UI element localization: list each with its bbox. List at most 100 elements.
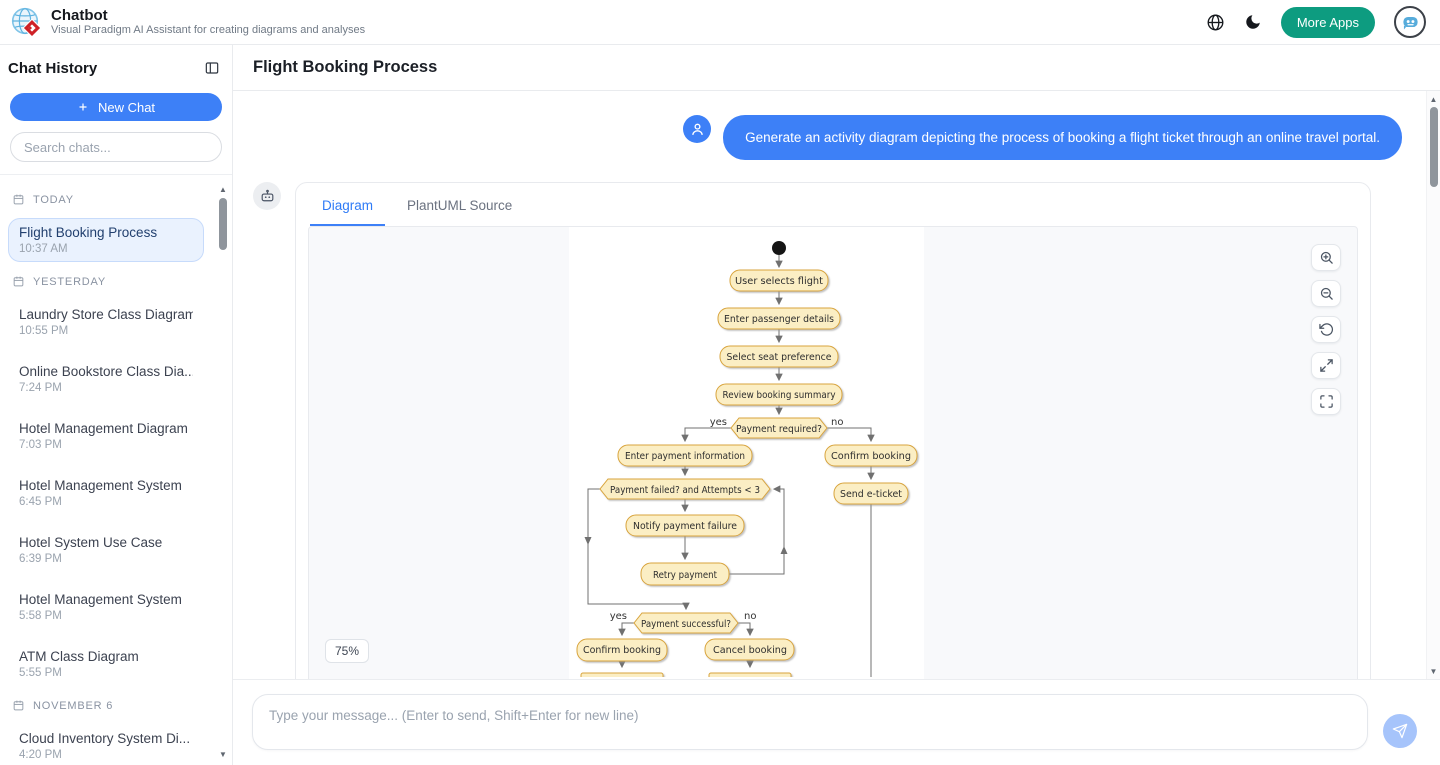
chat-history-list: TODAY Flight Booking Process 10:37 AM YE… bbox=[0, 175, 232, 765]
moon-icon bbox=[1246, 15, 1260, 29]
send-button[interactable] bbox=[1383, 714, 1417, 748]
zoom-in-icon bbox=[1320, 251, 1333, 264]
node-label: Review booking summary bbox=[723, 390, 836, 401]
node-label: Enter payment information bbox=[625, 451, 745, 462]
user-avatar bbox=[683, 115, 712, 143]
reset-view-button[interactable] bbox=[1311, 316, 1341, 343]
assistant-avatar bbox=[253, 182, 281, 210]
decision-label: Payment failed? and Attempts < 3 bbox=[610, 485, 760, 496]
expand-button[interactable] bbox=[1311, 352, 1341, 379]
node-label: Notify payment failure bbox=[633, 521, 737, 532]
chat-history-item[interactable]: Hotel System Use Case 6:39 PM bbox=[19, 535, 163, 565]
node-label: Confirm booking bbox=[831, 451, 911, 462]
section-header-today: TODAY bbox=[12, 193, 204, 206]
diagram-toolbar bbox=[1311, 244, 1341, 415]
calendar-icon bbox=[13, 700, 24, 711]
plus-icon bbox=[79, 103, 87, 111]
zoom-out-button[interactable] bbox=[1311, 280, 1341, 307]
globe-icon bbox=[1207, 14, 1224, 30]
node-label: User selects flight bbox=[735, 276, 823, 287]
node-label: Enter passenger details bbox=[724, 314, 834, 325]
chat-history-item[interactable]: Hotel Management Diagram 7:03 PM bbox=[19, 421, 188, 451]
account-avatar[interactable] bbox=[1394, 6, 1426, 38]
node-label: Confirm booking bbox=[583, 645, 661, 656]
zoom-out-icon bbox=[1320, 287, 1333, 300]
zoom-level-badge: 75% bbox=[325, 639, 370, 663]
user-message-row: Generate an activity diagram depicting t… bbox=[233, 115, 1402, 160]
reset-icon bbox=[1318, 323, 1333, 336]
branch-label-no: no bbox=[831, 417, 843, 428]
user-message-bubble: Generate an activity diagram depicting t… bbox=[723, 115, 1402, 160]
tab-diagram[interactable]: Diagram bbox=[310, 183, 386, 226]
chat-history-item[interactable]: Hotel Management System 6:45 PM bbox=[19, 478, 182, 508]
chat-history-item[interactable]: Laundry Store Class Diagram 10:55 PM bbox=[19, 307, 193, 337]
diagram-image: User selects flight Enter passenger deta… bbox=[569, 227, 924, 679]
scroll-up-arrow[interactable]: ▲ bbox=[1429, 95, 1438, 104]
robot-icon bbox=[261, 189, 273, 201]
message-input[interactable] bbox=[252, 694, 1368, 750]
new-chat-label: New Chat bbox=[97, 99, 156, 115]
zoom-in-button[interactable] bbox=[1311, 244, 1341, 271]
branch-label-yes: yes bbox=[610, 611, 627, 622]
fullscreen-button[interactable] bbox=[1311, 388, 1341, 415]
sidebar-scrollbar[interactable]: ▲ ▼ bbox=[217, 185, 229, 759]
language-button[interactable] bbox=[1206, 13, 1225, 32]
assistant-message-row: Diagram PlantUML Source bbox=[253, 182, 1440, 679]
chat-history-item[interactable]: Cloud Inventory System Di... 4:20 PM bbox=[19, 731, 191, 761]
chatbot-avatar-icon bbox=[1403, 16, 1418, 30]
chat-history-item[interactable]: Flight Booking Process 10:37 AM bbox=[8, 218, 204, 262]
scroll-down-arrow[interactable]: ▼ bbox=[219, 750, 227, 759]
section-header-november-6: NOVEMBER 6 bbox=[12, 699, 204, 712]
scrollbar-thumb[interactable] bbox=[219, 198, 227, 250]
sidebar-title: Chat History bbox=[8, 59, 98, 77]
app-subtitle: Visual Paradigm AI Assistant for creatin… bbox=[51, 24, 366, 36]
visual-paradigm-logo-icon bbox=[11, 7, 42, 37]
paper-plane-icon bbox=[1392, 723, 1408, 739]
diagram-viewport[interactable]: User selects flight Enter passenger deta… bbox=[308, 226, 1358, 679]
collapse-sidebar-button[interactable] bbox=[204, 60, 220, 76]
diagram-card: Diagram PlantUML Source bbox=[295, 182, 1371, 679]
diagram-edges bbox=[587, 255, 875, 677]
scroll-up-arrow[interactable]: ▲ bbox=[219, 185, 227, 194]
sidebar: Chat History New Chat TODAY bbox=[0, 45, 233, 765]
app-title: Chatbot bbox=[51, 7, 108, 24]
scroll-down-arrow[interactable]: ▼ bbox=[1429, 667, 1438, 676]
new-chat-button[interactable]: New Chat bbox=[10, 93, 222, 121]
decision-label: Payment successful? bbox=[641, 619, 731, 630]
chat-history-item[interactable]: Online Bookstore Class Dia... 7:24 PM bbox=[19, 364, 193, 394]
decision-label: Payment required? bbox=[736, 424, 822, 435]
diagram-node-labels: User selects flight Enter passenger deta… bbox=[583, 276, 911, 656]
node-label: Send e-ticket bbox=[840, 489, 902, 500]
expand-icon bbox=[1319, 359, 1333, 372]
node-label: Cancel booking bbox=[713, 645, 787, 656]
diagram-nodes bbox=[576, 269, 918, 679]
chat-area: Generate an activity diagram depicting t… bbox=[233, 91, 1440, 679]
section-header-yesterday: YESTERDAY bbox=[12, 275, 204, 288]
branch-label-yes: yes bbox=[710, 417, 727, 428]
app-header: Chatbot Visual Paradigm AI Assistant for… bbox=[0, 0, 1440, 45]
person-icon bbox=[691, 123, 703, 135]
start-node bbox=[772, 241, 786, 255]
message-input-bar bbox=[233, 679, 1440, 765]
search-input[interactable] bbox=[10, 132, 222, 162]
calendar-icon bbox=[13, 276, 24, 287]
card-tabs: Diagram PlantUML Source bbox=[296, 183, 1370, 226]
scrollbar-thumb[interactable] bbox=[1429, 107, 1438, 187]
fullscreen-icon bbox=[1319, 395, 1333, 408]
node-label: Select seat preference bbox=[727, 352, 832, 363]
activity-diagram: User selects flight Enter passenger deta… bbox=[576, 241, 918, 679]
branch-label-no: no bbox=[744, 611, 756, 622]
sidebar-divider bbox=[0, 174, 232, 175]
branch-labels: yes no yes no bbox=[610, 417, 844, 622]
mid-edge-arrowheads bbox=[584, 537, 788, 554]
chat-history-item[interactable]: ATM Class Diagram 5:55 PM bbox=[19, 649, 139, 679]
tab-plantuml-source[interactable]: PlantUML Source bbox=[407, 198, 513, 213]
chat-history-item[interactable]: Hotel Management System 5:58 PM bbox=[19, 592, 182, 622]
calendar-icon bbox=[13, 194, 24, 205]
more-apps-button[interactable]: More Apps bbox=[1280, 6, 1375, 38]
page-title: Flight Booking Process bbox=[233, 45, 1440, 91]
chat-scrollbar[interactable]: ▲ ▼ bbox=[1426, 91, 1440, 679]
dark-mode-toggle[interactable] bbox=[1244, 13, 1262, 31]
node-label: Retry payment bbox=[653, 570, 717, 581]
panel-left-icon bbox=[205, 62, 219, 74]
